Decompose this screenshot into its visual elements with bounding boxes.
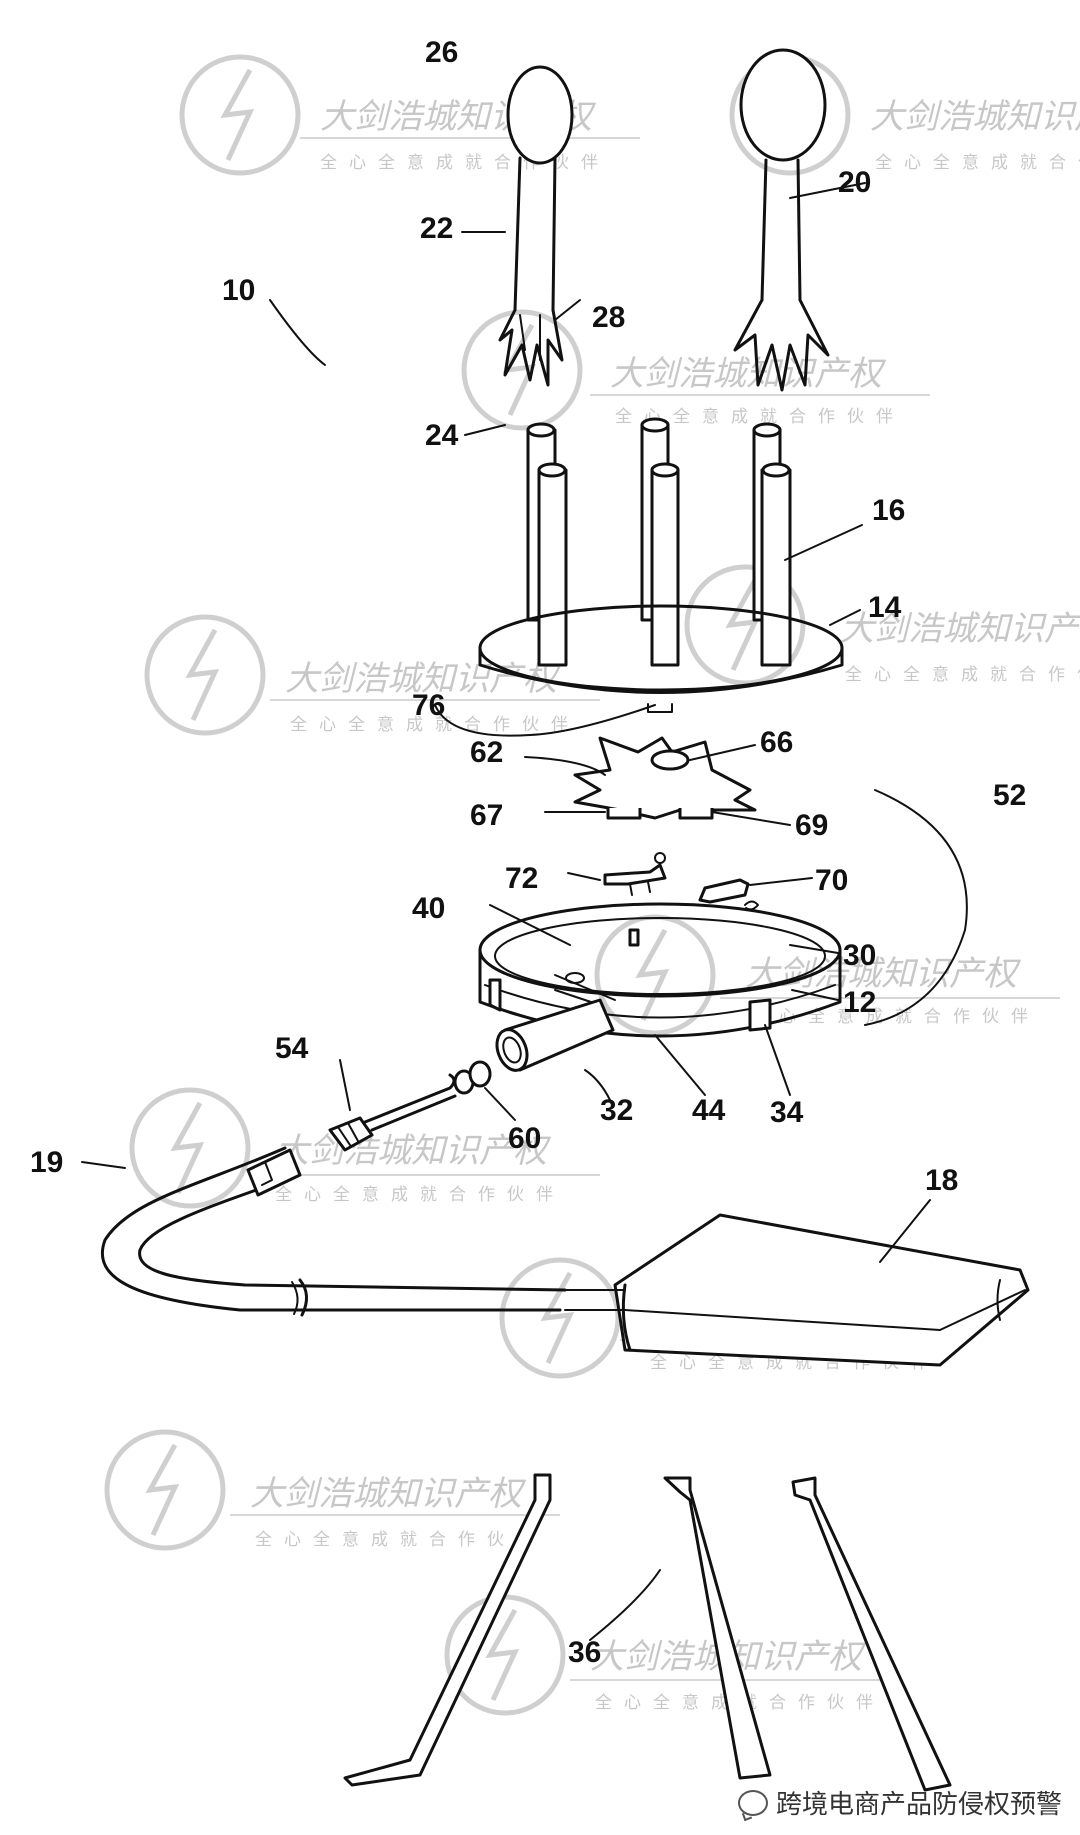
watermark-brand: 大剑浩城知识产权 xyxy=(870,97,1080,137)
watermark-brand: 大剑浩城知识产权 xyxy=(285,659,562,699)
motor-tube-32 xyxy=(495,998,615,1072)
label-24: 24 xyxy=(425,419,459,452)
label-20: 20 xyxy=(838,166,871,199)
label-62: 62 xyxy=(470,736,503,769)
watermark-slogan: 全心全意成就合作伙伴 xyxy=(290,715,580,735)
watermark-slogan: 全心全意成就合作伙伴 xyxy=(320,153,610,173)
source-caption: 跨境电商产品防侵权预警 xyxy=(737,1784,1062,1821)
label-60: 60 xyxy=(508,1122,541,1155)
label-72: 72 xyxy=(505,862,538,895)
label-66: 66 xyxy=(760,726,793,759)
watermark-slogan: 全心全意成就合作伙伴 xyxy=(275,1185,565,1205)
label-28: 28 xyxy=(592,301,625,334)
label-76: 76 xyxy=(412,689,445,722)
label-16: 16 xyxy=(872,494,905,527)
battery-pack-18 xyxy=(559,1213,1030,1367)
latch-72 xyxy=(603,852,667,896)
label-40: 40 xyxy=(412,892,445,925)
label-54: 54 xyxy=(275,1032,309,1065)
roasting-stick-22 xyxy=(498,65,574,387)
label-36: 36 xyxy=(568,1636,601,1669)
label-67: 67 xyxy=(470,799,503,832)
motor-shaft-54 xyxy=(328,1060,492,1152)
watermark-brand: 大剑浩城知识产权 xyxy=(250,1474,527,1514)
label-34: 34 xyxy=(770,1096,804,1129)
roasting-stick-20 xyxy=(733,48,830,392)
label-18: 18 xyxy=(925,1164,958,1197)
base-housing-12 xyxy=(478,902,842,1038)
label-14: 14 xyxy=(868,591,902,624)
drive-gear-62 xyxy=(573,736,757,820)
leader-lines xyxy=(81,182,968,1641)
watermark-slogan: 全心全意成就合作伙伴 xyxy=(875,153,1080,173)
watermark-slogan: 全心全意成就合作伙伴 xyxy=(255,1530,545,1550)
watermark-logo-icon xyxy=(129,1087,600,1209)
caption-text: 跨境电商产品防侵权预警 xyxy=(775,1790,1062,1820)
label-44: 44 xyxy=(692,1094,726,1127)
label-70: 70 xyxy=(815,864,848,897)
label-52: 52 xyxy=(993,779,1026,812)
watermark-logo-icon xyxy=(179,54,640,176)
watermark-brand: 大剑浩城知识产权 xyxy=(745,954,1022,994)
watermark-logo-icon xyxy=(104,1429,560,1551)
label-10: 10 xyxy=(222,274,255,307)
watermark-brand: 大剑浩城知识产权 xyxy=(275,1131,552,1171)
watermark-brand: 大剑浩城知识产权 xyxy=(840,609,1080,649)
label-30: 30 xyxy=(843,939,876,972)
label-69: 69 xyxy=(795,809,828,842)
label-26: 26 xyxy=(425,36,458,69)
label-22: 22 xyxy=(420,212,453,245)
watermark-brand: 大剑浩城知识产权 xyxy=(610,354,887,394)
watermark-slogan: 全心全意成就合作伙伴 xyxy=(615,407,905,427)
watermark-logo-icon xyxy=(144,614,600,736)
power-cable-19 xyxy=(100,1146,567,1317)
watermark-slogan: 全心全意成就合作伙伴 xyxy=(845,665,1080,685)
label-12: 12 xyxy=(843,986,876,1019)
support-legs-36 xyxy=(343,1473,952,1792)
reference-numerals: 26 22 20 10 28 24 16 14 76 62 66 67 69 5… xyxy=(30,36,1026,1669)
wechat-bubble-icon xyxy=(737,1789,768,1816)
label-19: 19 xyxy=(30,1146,63,1179)
watermark-logo-icon xyxy=(684,564,806,686)
label-32: 32 xyxy=(600,1094,633,1127)
